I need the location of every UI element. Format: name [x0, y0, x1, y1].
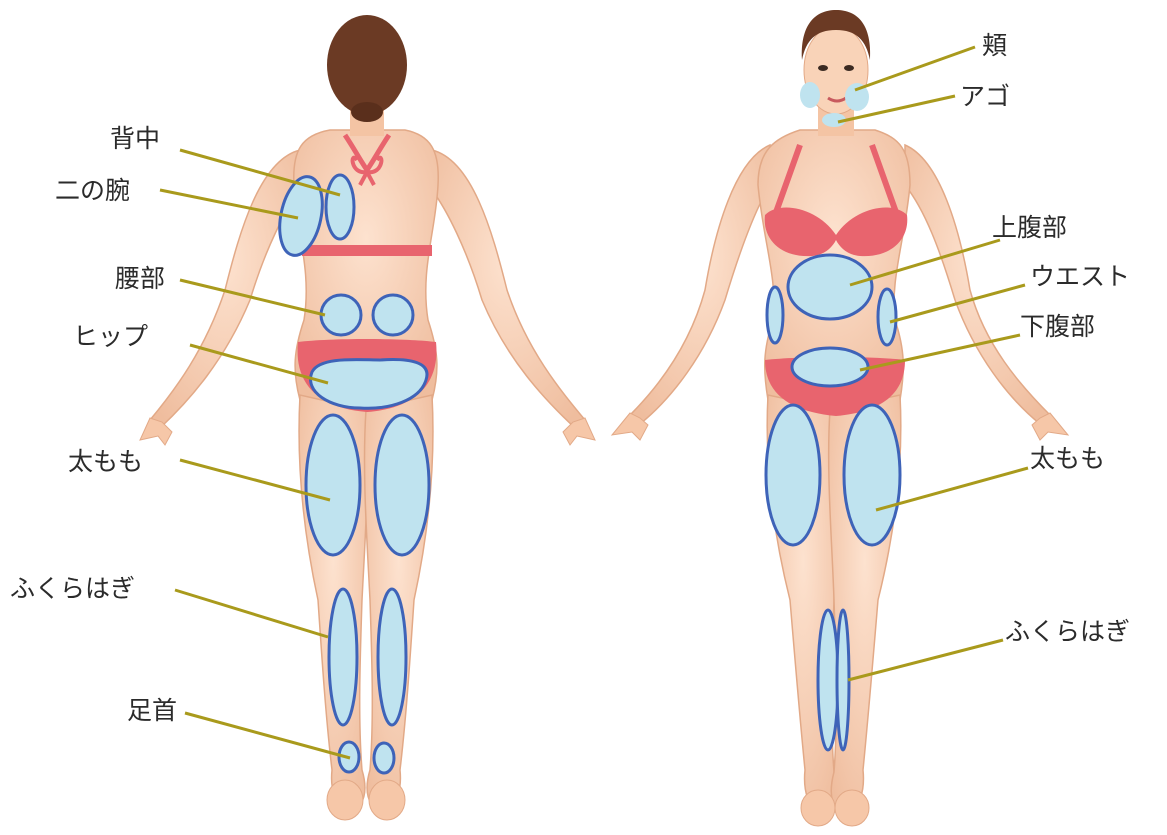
zone-back-futomomo-left	[306, 415, 360, 555]
leader-front-hoo	[855, 47, 975, 90]
zone-back-youbu-right	[373, 295, 413, 335]
label-front-joufukubu: 上腹部	[992, 213, 1067, 243]
zone-back-ashikubi-right	[374, 743, 394, 773]
zone-back-futomomo-right	[375, 415, 429, 555]
zone-front-waist-left	[767, 287, 783, 343]
zone-front-waist-right	[878, 289, 896, 345]
label-front-fukurahagi: ふくらはぎ	[1005, 617, 1130, 647]
label-back-hip: ヒップ	[73, 322, 148, 352]
zone-back-fukurahagi-right	[378, 589, 406, 725]
label-front-ago: アゴ	[960, 82, 1010, 112]
back-figure	[140, 15, 595, 820]
label-back-futomomo: 太もも	[68, 447, 143, 477]
leader-back-fukurahagi	[175, 590, 328, 637]
zone-front-kafukubu	[792, 348, 868, 386]
label-front-kafukubu: 下腹部	[1020, 312, 1095, 342]
label-front-futomomo: 太もも	[1030, 444, 1105, 474]
label-front-hoo: 頬	[982, 31, 1007, 61]
label-back-fukurahagi: ふくらはぎ	[10, 574, 135, 604]
zone-back-senaka	[326, 175, 354, 239]
zone-front-futomomo-right	[844, 405, 900, 545]
zone-back-youbu-left	[321, 295, 361, 335]
label-back-youbu: 腰部	[115, 264, 165, 294]
zone-front-fukurahagi-left	[818, 610, 838, 750]
leader-back-ashikubi	[185, 713, 350, 758]
zone-front-fukurahagi-right	[837, 610, 849, 750]
zone-front-hoo-left	[800, 82, 820, 108]
zone-front-joufukubu	[788, 255, 872, 319]
label-back-senaka: 背中	[110, 124, 160, 154]
zone-back-fukurahagi-left	[329, 589, 357, 725]
label-front-waist: ウエスト	[1030, 262, 1130, 292]
label-back-ninoude: 二の腕	[55, 176, 130, 206]
label-back-ashikubi: 足首	[127, 696, 177, 726]
zone-front-futomomo-left	[766, 405, 820, 545]
